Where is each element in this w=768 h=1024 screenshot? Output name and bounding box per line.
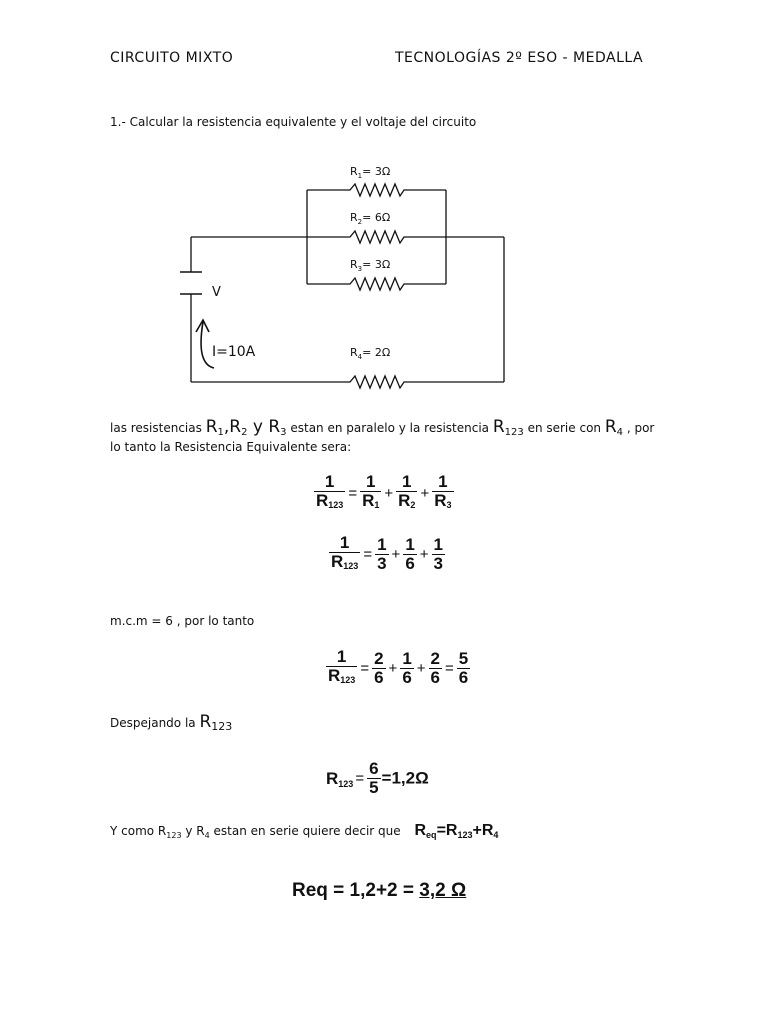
header-left: CIRCUITO MIXTO (110, 50, 234, 66)
serie-text: Y como R123 y R4 estan en serie quiere d… (110, 822, 499, 840)
mcm-text: m.c.m = 6 , por lo tanto (110, 614, 255, 628)
explanation-line2: lo tanto la Resistencia Equivalente sera… (110, 440, 352, 454)
current-arrow (200, 321, 215, 369)
r3-label: R3= 3Ω (350, 258, 390, 273)
final-result: Req = 1,2+2 = 3,2 Ω (292, 880, 467, 901)
r2-label: R2= 6Ω (350, 211, 390, 226)
explanation-line1: las resistencias R1,R2 y R3 estan en par… (110, 417, 655, 438)
r1-wire (307, 182, 446, 198)
header-right: TECNOLOGÍAS 2º ESO - MEDALLA (395, 50, 644, 66)
r4-label: R4= 2Ω (350, 346, 390, 361)
despejando-text: Despejando la R123 (110, 712, 233, 733)
voltage-label: V (212, 285, 221, 300)
r1-label: R1= 3Ω (350, 165, 390, 180)
circuit-diagram: R1= 3Ω R2= 6Ω R3= 3Ω R4= 2Ω V I=10A (180, 165, 505, 390)
current-label: I=10A (212, 344, 256, 360)
problem-statement: 1.- Calcular la resistencia equivalente … (110, 115, 477, 129)
final-value: 3,2 Ω (419, 880, 467, 901)
r2-wire (307, 229, 446, 245)
r4-wire (191, 374, 504, 390)
r3-wire (307, 276, 446, 292)
